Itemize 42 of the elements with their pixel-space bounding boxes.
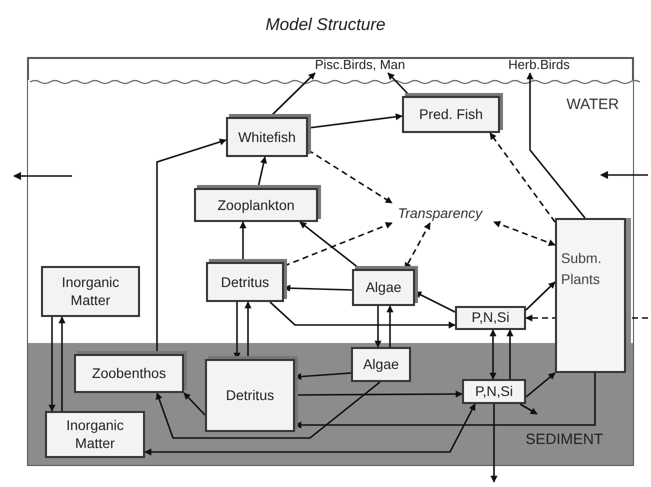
compartment-box: Zooplankton [194, 188, 318, 222]
arrow [156, 381, 380, 439]
node-label: Pisc.Birds, Man [293, 57, 427, 73]
node-label: Herb.Birds [491, 57, 587, 73]
arrow [526, 72, 586, 218]
arrow [374, 306, 382, 348]
arrow [520, 403, 538, 415]
dashed-arrow [489, 132, 556, 222]
arrow [244, 301, 252, 359]
arrow [490, 404, 498, 483]
arrow [490, 329, 496, 380]
compartment-box: P,N,Si [455, 306, 526, 330]
water-zone [28, 80, 633, 343]
arrow [525, 372, 556, 398]
arrow [144, 403, 476, 456]
arrow [240, 221, 246, 262]
arrow [156, 138, 227, 354]
arrow [48, 317, 56, 412]
diagram-title: Model Structure [264, 14, 386, 36]
compartment-box: P,N,Si [462, 379, 526, 404]
arrow [295, 390, 463, 398]
compartment-box: Whitefish [226, 117, 308, 157]
compartment-box: Algae [352, 269, 415, 306]
compartment-box: Algae [351, 347, 411, 382]
compartment-box: Pred. Fish [402, 96, 500, 133]
compartment-box: Inorganic Matter [41, 266, 140, 317]
zone-label: WATER [566, 95, 619, 115]
arrow [183, 392, 206, 416]
dashed-arrow [493, 220, 556, 246]
arrow [58, 316, 66, 411]
compartment-box: Detritus [206, 262, 284, 302]
compartment-box: Detritus [205, 359, 295, 432]
arrow [269, 301, 456, 328]
zone-label: SEDIMENT [525, 430, 603, 450]
arrow [386, 305, 394, 347]
sediment-zone [28, 343, 633, 465]
arrow [525, 281, 556, 311]
node-label: Transparency [386, 203, 494, 223]
arrow [506, 329, 514, 379]
dashed-arrow [525, 314, 648, 322]
compartment-box: Zoobenthos [74, 354, 184, 393]
compartment-box: Inorganic Matter [45, 411, 145, 458]
